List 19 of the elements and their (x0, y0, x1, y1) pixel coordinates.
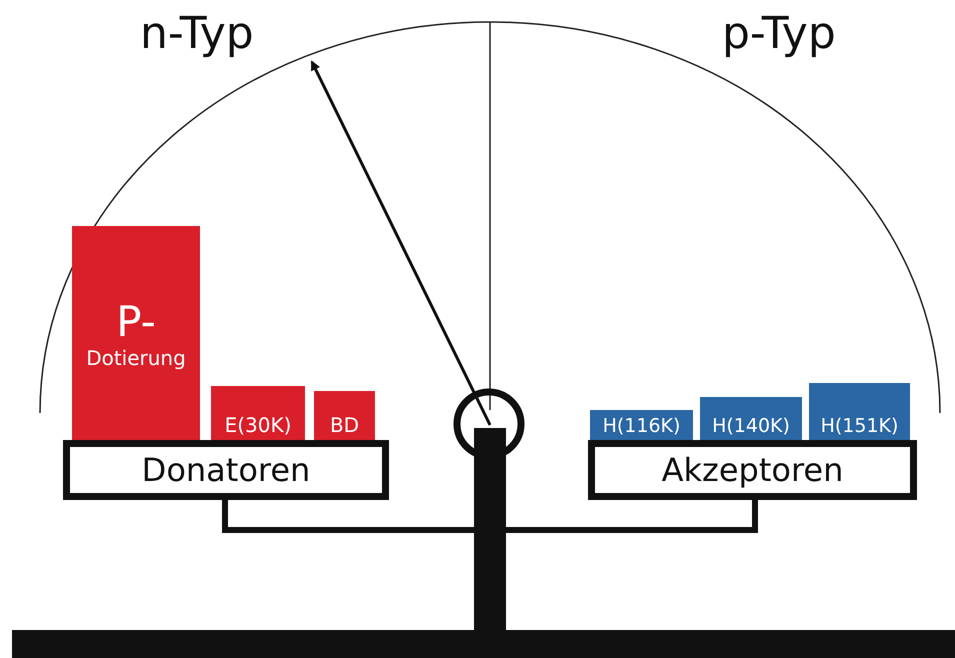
weight-block (211, 386, 305, 440)
weight-block (809, 383, 910, 440)
type-label: n-Typ (140, 8, 254, 59)
block-sublabel: Dotierung (86, 346, 186, 370)
block-label: E(30K) (224, 413, 292, 437)
scale-pan (588, 440, 917, 500)
pan-label: Donatoren (142, 451, 310, 489)
weight-block (700, 397, 802, 440)
weight-block (314, 391, 375, 440)
block-label: P- (116, 296, 156, 346)
block-label: H(151K) (820, 415, 898, 437)
weight-block (590, 410, 693, 440)
block-label: BD (330, 413, 360, 437)
block-label: H(116K) (602, 415, 680, 437)
weight-block (72, 226, 200, 440)
block-label: H(140K) (712, 415, 790, 437)
pan-label: Akzeptoren (662, 451, 844, 489)
scale-pan (63, 440, 389, 500)
type-label: p-Typ (722, 8, 836, 59)
